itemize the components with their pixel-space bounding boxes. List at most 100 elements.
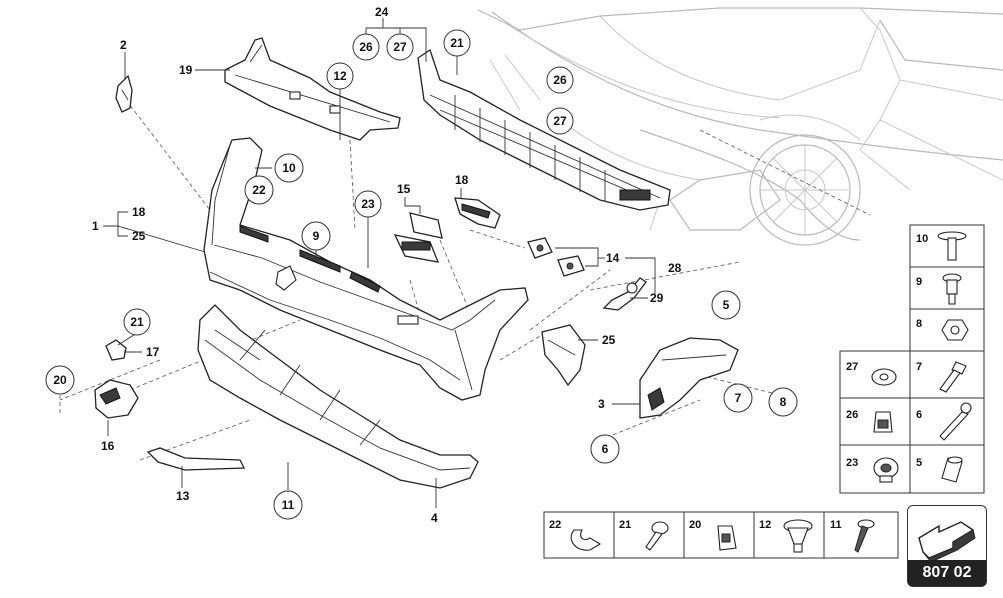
svg-text:4: 4 bbox=[431, 511, 438, 525]
svg-text:3: 3 bbox=[598, 397, 605, 411]
grommet-icon bbox=[873, 457, 899, 483]
svg-text:1: 1 bbox=[92, 219, 99, 233]
callout-16: 16 bbox=[101, 439, 115, 453]
svg-text:23: 23 bbox=[361, 197, 375, 211]
long-bolt-icon bbox=[939, 402, 972, 441]
svg-text:21: 21 bbox=[130, 315, 144, 329]
callout-7: 7 bbox=[723, 383, 753, 413]
svg-text:7: 7 bbox=[916, 361, 922, 373]
self-tapping-screw-icon bbox=[854, 519, 875, 553]
table-row-8: 8 bbox=[916, 318, 969, 341]
svg-text:20: 20 bbox=[53, 373, 67, 387]
callout-26-car: 26 bbox=[546, 66, 574, 94]
svg-text:11: 11 bbox=[830, 519, 842, 531]
table-row-10: 10 bbox=[916, 231, 967, 261]
callout-18-right: 18 bbox=[455, 173, 469, 187]
push-clip-icon bbox=[783, 519, 813, 553]
part-small-bracket bbox=[115, 74, 133, 113]
svg-text:29: 29 bbox=[650, 291, 664, 305]
svg-text:8: 8 bbox=[780, 395, 787, 409]
callout-4: 4 bbox=[431, 511, 438, 525]
clip-icon bbox=[873, 411, 893, 433]
part-bumper-cover bbox=[203, 137, 529, 401]
part-impact-bar bbox=[417, 48, 671, 211]
table-cell-12: 12 bbox=[759, 519, 813, 553]
rivet-icon bbox=[645, 521, 669, 551]
svg-text:13: 13 bbox=[176, 489, 190, 503]
svg-text:17: 17 bbox=[146, 345, 160, 359]
callout-6: 6 bbox=[590, 434, 620, 464]
part-trim-strip bbox=[146, 447, 246, 471]
callout-20: 20 bbox=[45, 365, 75, 395]
callout-3: 3 bbox=[598, 397, 605, 411]
svg-text:18: 18 bbox=[455, 173, 469, 187]
callout-26-top: 26 bbox=[352, 33, 380, 61]
part-sensor-bracket bbox=[393, 212, 443, 263]
callout-29: 29 bbox=[650, 291, 664, 305]
callout-25-right: 25 bbox=[602, 333, 616, 347]
callout-28: 28 bbox=[668, 261, 682, 275]
svg-text:22: 22 bbox=[549, 519, 561, 531]
table-cell-21: 21 bbox=[619, 519, 669, 551]
callout-12: 12 bbox=[326, 62, 354, 90]
callout-27-top: 27 bbox=[386, 33, 414, 61]
callout-15: 15 bbox=[397, 182, 411, 196]
svg-text:7: 7 bbox=[735, 391, 742, 405]
svg-text:24: 24 bbox=[375, 5, 389, 19]
svg-text:27: 27 bbox=[393, 40, 407, 54]
svg-text:12: 12 bbox=[333, 69, 347, 83]
callout-19: 19 bbox=[179, 63, 193, 77]
svg-text:5: 5 bbox=[916, 457, 922, 469]
spreader-nut-icon bbox=[941, 456, 963, 483]
svg-text:26: 26 bbox=[359, 40, 373, 54]
callout-25-left: 25 bbox=[132, 229, 146, 243]
callout-17: 17 bbox=[146, 345, 160, 359]
svg-text:11: 11 bbox=[282, 498, 295, 512]
table-row-7: 7 bbox=[916, 361, 967, 393]
svg-text:2: 2 bbox=[120, 38, 127, 52]
hardware-table-right: 10 9 8 27 bbox=[839, 224, 985, 494]
arrow-icon bbox=[918, 521, 976, 560]
callout-8: 8 bbox=[768, 387, 798, 417]
svg-text:10: 10 bbox=[282, 161, 296, 175]
svg-text:8: 8 bbox=[916, 318, 922, 330]
svg-text:25: 25 bbox=[132, 229, 146, 243]
callout-11: 11 bbox=[273, 490, 303, 520]
callout-21-top: 21 bbox=[443, 29, 471, 57]
table-row-23: 23 bbox=[846, 457, 899, 483]
table-cell-11: 11 bbox=[830, 519, 875, 553]
part-cover-caps bbox=[527, 237, 585, 277]
washer-icon bbox=[871, 368, 897, 386]
part-tow-eye bbox=[602, 277, 647, 311]
svg-text:9: 9 bbox=[313, 229, 320, 243]
callout-24: 24 bbox=[375, 5, 389, 19]
hardware-table-bottom: 22 21 20 12 bbox=[543, 511, 899, 559]
svg-text:20: 20 bbox=[689, 519, 701, 531]
part-lower-spoiler bbox=[197, 304, 479, 489]
svg-text:27: 27 bbox=[553, 114, 567, 128]
callout-1: 1 bbox=[92, 219, 99, 233]
callout-13: 13 bbox=[176, 489, 190, 503]
part-mounting-bracket bbox=[639, 337, 739, 419]
clamp-nut-icon bbox=[717, 525, 737, 551]
reference-code-box: 807 02 bbox=[907, 505, 987, 587]
svg-text:6: 6 bbox=[602, 442, 609, 456]
table-cell-20: 20 bbox=[689, 519, 737, 551]
part-upper-carrier bbox=[224, 37, 401, 141]
svg-text:21: 21 bbox=[619, 519, 631, 531]
callout-21-left: 21 bbox=[123, 308, 151, 336]
svg-text:10: 10 bbox=[916, 233, 928, 245]
callout-2: 2 bbox=[120, 38, 127, 52]
svg-text:15: 15 bbox=[397, 182, 411, 196]
nut-icon bbox=[941, 319, 969, 341]
vehicle-outline bbox=[477, 7, 1003, 246]
svg-text:25: 25 bbox=[602, 333, 616, 347]
reference-code: 807 02 bbox=[908, 560, 986, 586]
callouts: 2 19 24 26 27 21 12 26 27 10 bbox=[45, 5, 798, 525]
svg-text:14: 14 bbox=[606, 251, 620, 265]
callout-9: 9 bbox=[301, 221, 331, 251]
svg-text:16: 16 bbox=[101, 439, 115, 453]
table-row-5: 5 bbox=[916, 456, 963, 483]
screw-washer-icon bbox=[937, 231, 967, 261]
